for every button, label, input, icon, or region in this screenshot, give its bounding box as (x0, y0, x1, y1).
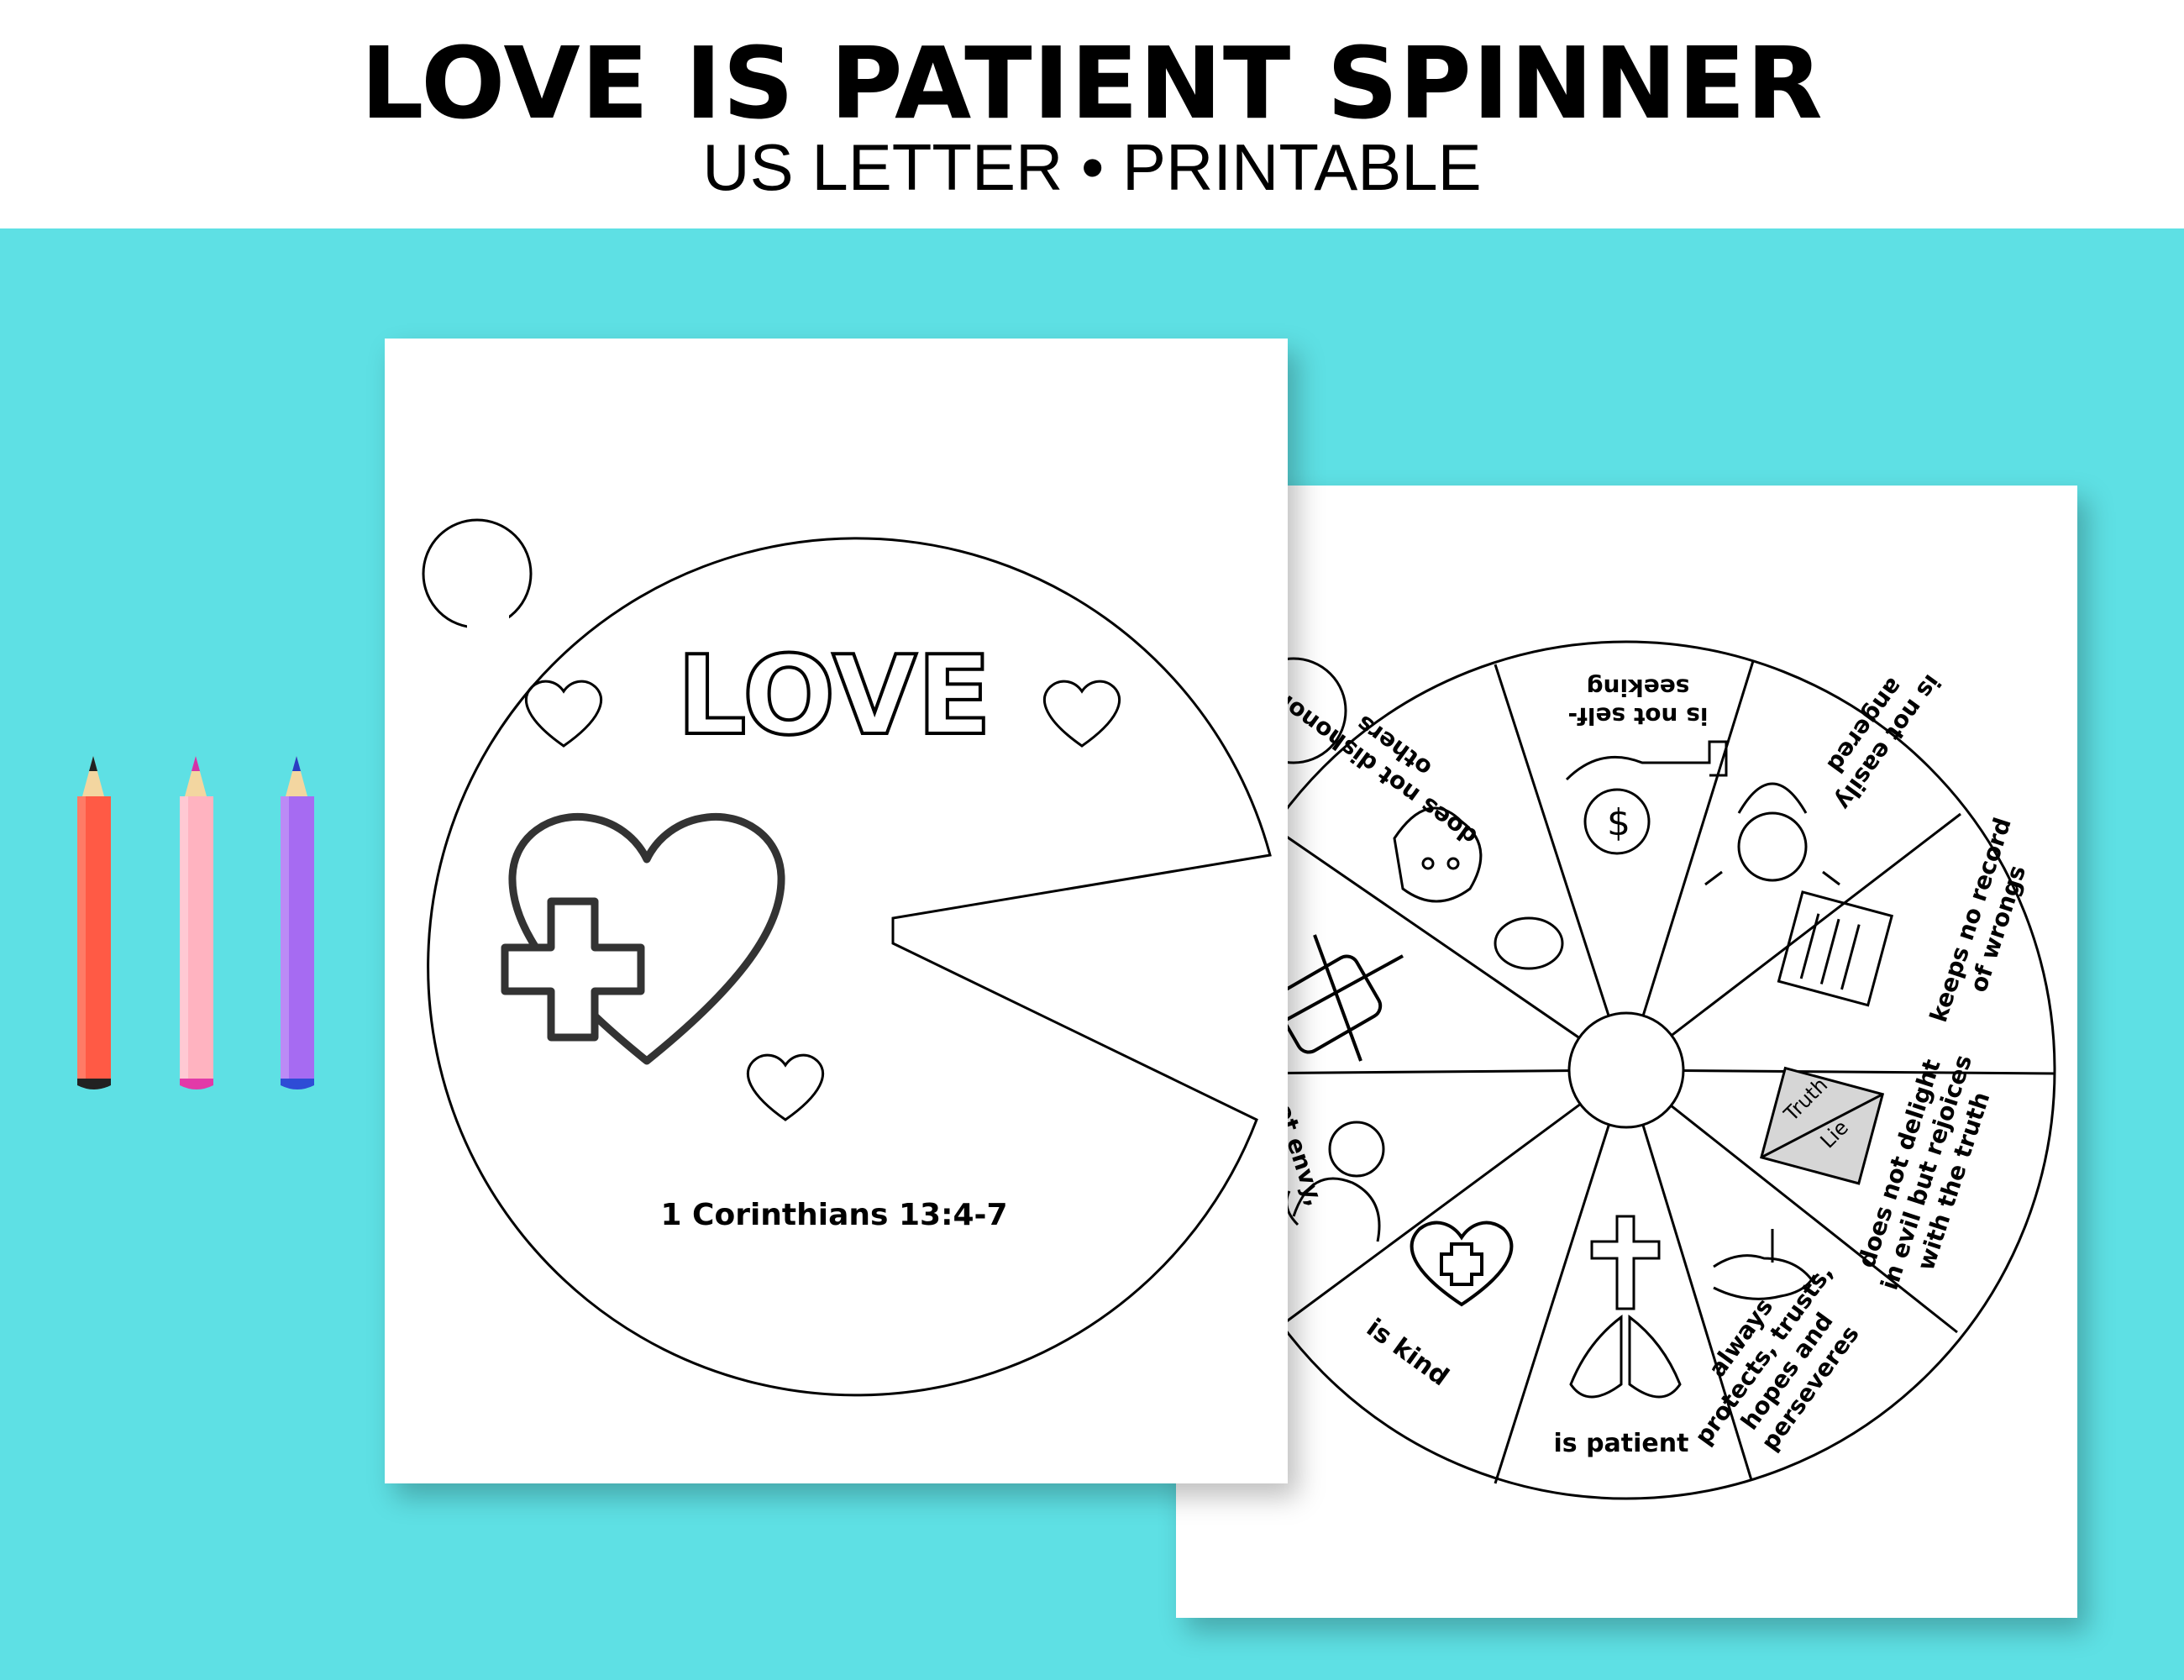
heart-outline-icon (1042, 680, 1121, 748)
page-title: LOVE IS PATIENT SPINNER (360, 25, 1824, 141)
wheel-hub (1567, 1011, 1685, 1129)
svg-text:is not self-seeking: is not self-seeking (1568, 674, 1709, 730)
notepad-icon (1777, 890, 1894, 1007)
verse-reference: 1 Corinthians 13:4-7 (660, 1198, 1007, 1232)
upset-person-icon (1393, 806, 1564, 970)
spinner-cover-page: LOVE 1 Corinthians 13:4-7 (385, 339, 1288, 1483)
segment-label-self-seeking: is not self-seeking (1568, 674, 1709, 730)
purple-pencil-icon (281, 756, 314, 1089)
cover-circle-with-cutout (427, 537, 1272, 1397)
kind-heart-icon (1410, 1221, 1514, 1307)
segment-label-delight: does not delightin evil but rejoiceswith… (1848, 1042, 2004, 1302)
red-pencil-icon (77, 756, 111, 1089)
svg-text:does not delightin evil but re: does not delightin evil but rejoiceswith… (1848, 1042, 2004, 1302)
angry-person-icon (1704, 782, 1840, 886)
spinner-wheel-page: is patient alwaysprotects, trusts,hopes … (1176, 486, 2077, 1618)
crossed-out-sign-icon (1272, 934, 1404, 1062)
spinner-wheel: is patient alwaysprotects, trusts,hopes … (1196, 640, 2056, 1500)
praying-hands-cross-icon (1569, 1215, 1682, 1399)
page-subtitle: US LETTER • PRINTABLE (702, 130, 1482, 204)
money-hand-icon: $ (1565, 740, 1728, 855)
svg-text:$: $ (1607, 801, 1630, 844)
pencils-illustration (77, 756, 314, 1089)
heart-with-cross-icon (501, 812, 785, 1065)
segment-label-is-patient: is patient (1554, 1429, 1689, 1458)
truth-lie-sign-icon: Truth Lie (1760, 1066, 1885, 1185)
pink-pencil-icon (180, 756, 213, 1089)
heart-outline-icon (746, 1053, 825, 1121)
heart-outline-icon (524, 680, 603, 748)
header: LOVE IS PATIENT SPINNER US LETTER • PRIN… (0, 0, 2184, 228)
spinner-cover: LOVE 1 Corinthians 13:4-7 (422, 518, 1272, 1397)
handshake-icon (1713, 1229, 1816, 1300)
love-word: LOVE (677, 632, 992, 759)
